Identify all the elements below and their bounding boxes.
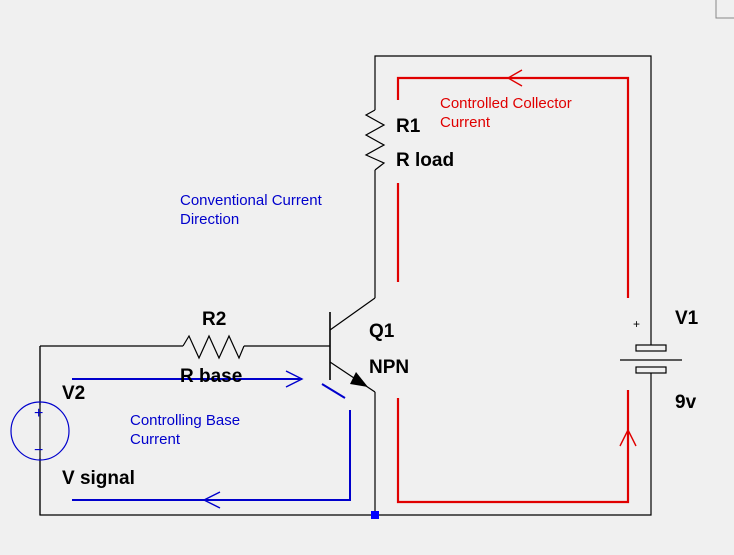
v2-ref: V2 (62, 383, 85, 404)
signal-source-v2 (10, 401, 70, 461)
red-arrow-left (506, 69, 523, 87)
r2-ref: R2 (202, 309, 226, 330)
v1-ref: V1 (675, 308, 699, 329)
red-path-top (396, 76, 630, 298)
battery-v1-plus: + (633, 317, 640, 331)
blue-path-emitter (321, 383, 346, 399)
v1-value: 9v (675, 392, 697, 413)
blue-arrow-left (202, 491, 221, 509)
base-current-label-line2: Current (130, 431, 181, 448)
base-current-path (72, 370, 351, 509)
transistor-q1 (329, 297, 376, 393)
v2-value: V signal (62, 468, 135, 489)
base-current-label-line1: Controlling Base (130, 412, 240, 429)
collector-current-path (396, 69, 637, 504)
red-path-bottom (396, 390, 630, 504)
q1-ref: Q1 (369, 321, 395, 342)
collector-current-label-line2: Current (440, 114, 491, 131)
blue-arrow-right (285, 370, 304, 388)
conventional-current-label-line2: Direction (180, 211, 239, 228)
signal-source-v2-minus: − (34, 442, 43, 459)
circuit-wires (39, 55, 652, 516)
conventional-current-label-line1: Conventional Current (180, 192, 323, 209)
signal-source-v2-plus: + (34, 405, 43, 422)
blue-path-return (72, 410, 351, 501)
r2-value: R base (180, 366, 242, 387)
r1-ref: R1 (396, 116, 421, 137)
collector-current-label-line1: Controlled Collector (440, 95, 572, 112)
wire-top-loop (374, 55, 652, 330)
wire-bottom-loop (39, 346, 652, 516)
r1-value: R load (396, 150, 454, 171)
red-arrow-up (619, 428, 637, 447)
resistor-r1 (364, 109, 386, 171)
battery-v1 (620, 330, 682, 378)
junction-dot (371, 511, 379, 519)
frame-corner (715, 0, 734, 19)
q1-type: NPN (369, 357, 409, 378)
resistor-r2 (182, 334, 245, 360)
